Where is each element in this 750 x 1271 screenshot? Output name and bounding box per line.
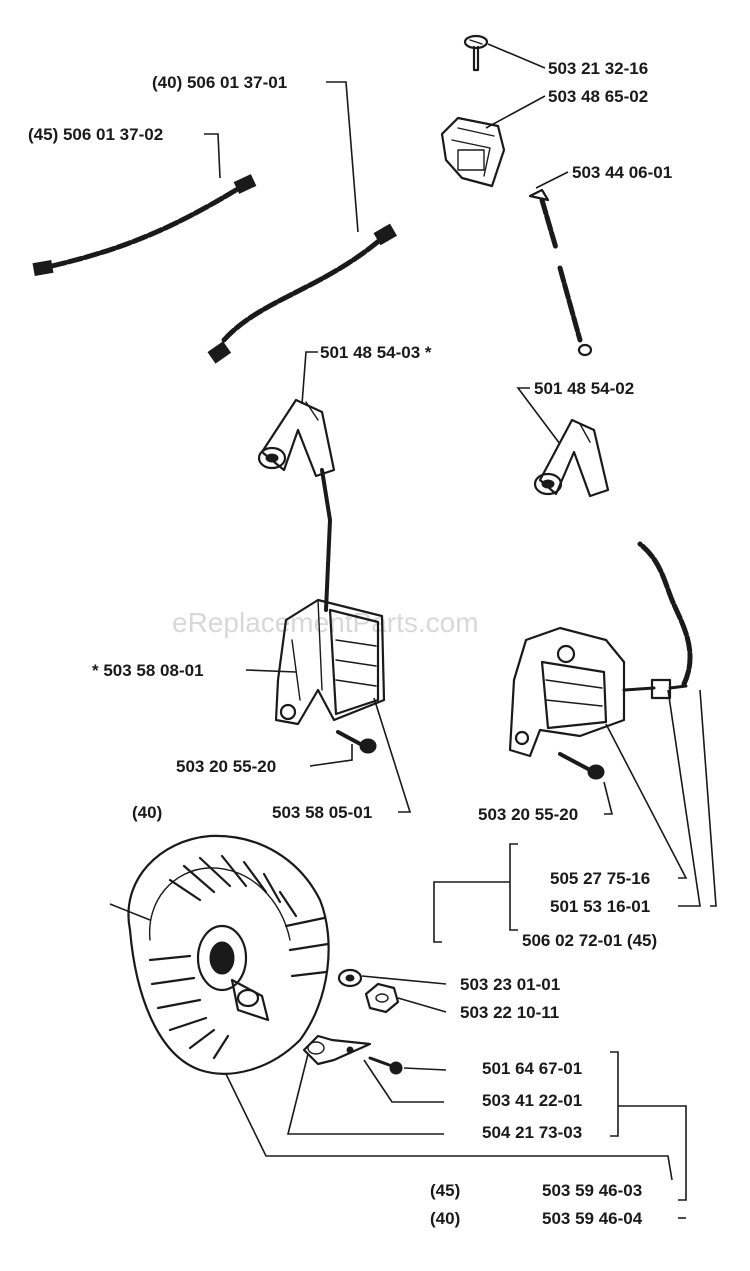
leader-501-53-16-01	[667, 689, 701, 907]
leader-503-44-06-01	[535, 171, 569, 189]
label-503-22-10-11: 503 22 10-11	[460, 1003, 559, 1022]
label-503-41-22-01: 503 41 22-01	[482, 1091, 582, 1110]
label-504-21-73-03: 504 21 73-03	[482, 1123, 582, 1142]
label-501-64-67-01: 501 64 67-01	[482, 1059, 582, 1078]
label-503-23-01-01: 503 23 01-01	[460, 975, 560, 994]
leader-40-506-01-37-01	[326, 81, 359, 233]
leader-501-64-67-01	[403, 1067, 447, 1071]
short-wire-part	[528, 188, 593, 357]
leader-503-22-10-11	[397, 997, 447, 1013]
leader-45-506-01-37-02	[204, 133, 221, 179]
leader-501-48-54-02	[516, 387, 561, 445]
label-503-58-08-01: * 503 58 08-01	[92, 661, 204, 680]
label-40-506-01-37-01: (40) 506 01 37-01	[152, 73, 287, 92]
leader-503-41-22-01	[363, 1059, 444, 1103]
washer-part	[337, 968, 363, 988]
leader-501-48-54-03	[301, 351, 318, 405]
leader-503-58-08-01	[245, 669, 297, 673]
leader-501-53-16-01-b	[699, 689, 717, 907]
label-505-27-75-16: 505 27 75-16	[550, 869, 650, 888]
screw-top-part	[463, 34, 489, 72]
small-screw-part	[368, 1056, 403, 1075]
leader-503-23-01-01	[361, 975, 447, 985]
label-503-58-05-01: 503 58 05-01	[272, 803, 372, 822]
spark-plug-cap-45-part	[533, 418, 610, 498]
leader-503-21-32-16	[487, 43, 546, 69]
label-501-53-16-01: 501 53 16-01	[550, 897, 650, 916]
leader-504-21-73-03	[286, 1053, 444, 1135]
label-501-48-54-02: 501 48 54-02	[534, 379, 634, 398]
label-40-a: (40)	[132, 803, 162, 822]
label-503-21-32-16: 503 21 32-16	[548, 59, 648, 78]
watermark-text: eReplacementParts.com	[172, 607, 479, 638]
label-45-b: (45)	[430, 1181, 460, 1200]
leader-503-58-05-01	[373, 697, 412, 813]
wire-45-part	[32, 174, 257, 277]
bracket-fan-group	[610, 1051, 619, 1137]
label-503-20-55-20-a: 503 20 55-20	[176, 757, 276, 776]
bracket-506-02-72-01	[509, 843, 518, 931]
label-45-506-01-37-02: (45) 506 01 37-02	[28, 125, 163, 144]
leader-flywheel-bottom	[225, 1073, 673, 1181]
bracket-506-02-72-01-arm	[433, 881, 510, 943]
pawl-part	[302, 1034, 372, 1066]
bracket-flywheel-group	[618, 1105, 687, 1201]
ignition-module-45-part	[508, 541, 693, 758]
flywheel-part	[127, 834, 330, 1075]
screw-40-part	[336, 730, 377, 754]
label-506-02-72-01: 506 02 72-01 (45)	[522, 931, 657, 950]
label-503-20-55-20-b: 503 20 55-20	[478, 805, 578, 824]
leader-505-27-75-16	[605, 723, 688, 879]
ignition-module-40-part	[274, 598, 386, 726]
label-501-48-54-03: 501 48 54-03 *	[320, 343, 432, 362]
label-40-b: (40)	[430, 1209, 460, 1228]
wire-40-part	[207, 223, 397, 364]
leader-flywheel-left	[109, 903, 151, 921]
label-503-44-06-01: 503 44 06-01	[572, 163, 672, 182]
leader-503-48-65-02	[485, 95, 546, 129]
screw-45-part	[558, 752, 605, 780]
nut-part	[364, 982, 400, 1014]
switch-block-part	[440, 116, 506, 188]
label-503-59-46-04: 503 59 46-04	[542, 1209, 643, 1228]
label-503-48-65-02: 503 48 65-02	[548, 87, 648, 106]
leader-503-20-55-20-a	[309, 744, 353, 767]
label-503-59-46-03: 503 59 46-03	[542, 1181, 642, 1200]
leader-503-20-55-20-b	[603, 781, 614, 815]
spark-plug-cap-40-part	[257, 398, 336, 612]
